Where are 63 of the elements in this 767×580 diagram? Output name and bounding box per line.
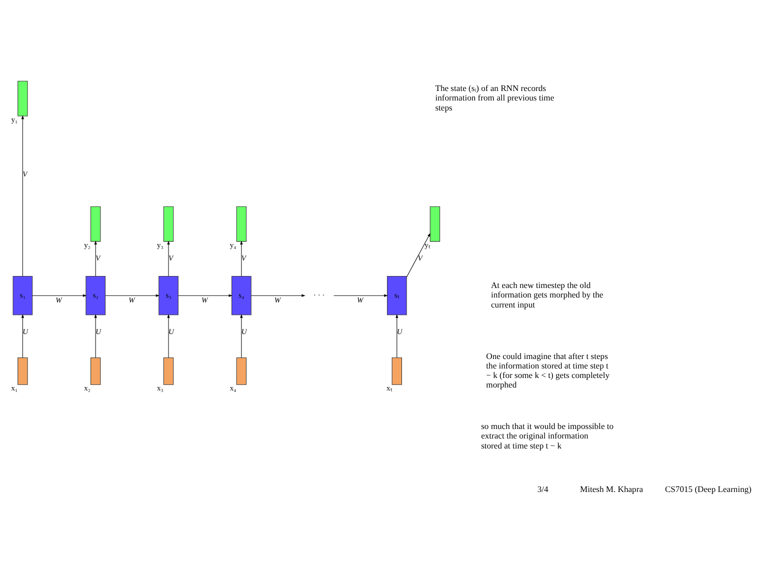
arrow [396,314,398,358]
arrow [105,294,160,296]
arrow [334,294,388,296]
node-box [18,357,28,384]
label: 3/4 [537,484,548,494]
arrow [167,240,170,276]
label: At each new timestep the old information gets morphed by the current input [490,279,604,309]
label: CS7015 (Deep Learning) [664,484,752,494]
node-text: · · · [314,290,325,300]
node-box: s₂ [86,276,106,315]
edge-label: W [128,295,135,304]
arrow [250,294,306,296]
edge-label: W [356,295,364,304]
node-box [236,357,247,384]
arrow [32,294,87,296]
node-label: y₂ [84,240,90,249]
edge-label: V [96,252,100,262]
edge-label: W [274,295,281,304]
node-label: yₜ [424,240,430,249]
arrow [94,314,97,358]
edge-label: U [96,326,102,336]
edge-label: U [22,326,28,336]
edge-label: W [56,295,62,304]
node-box: sₜ [386,276,407,315]
node-box: s₃ [158,276,178,315]
arrow [21,314,24,358]
label: One could imagine that after t steps the information stored at time step t − k (for some k < t) gets completely morphed [486,350,610,390]
arrow [167,314,170,358]
arrow [406,232,430,277]
node-box [163,206,174,242]
node-label: y₃ [157,240,164,249]
node-label: x₁ [11,383,18,392]
node-box: s₄ [232,276,252,315]
node-box [90,206,101,242]
node-label: x₂ [84,383,90,392]
node-box [163,357,174,384]
arrow [94,240,97,276]
node-label: y₁ [11,114,18,124]
node-label: x₃ [157,383,164,392]
label: The state (sᵢ) of an RNN records information from all previous time steps [435,82,554,112]
arrow [240,240,243,276]
node-box [392,357,402,384]
node-label: x₄ [230,383,236,392]
node-box: s₁ [12,276,33,315]
label: Mitesh M. Khapra [580,484,644,494]
node-box [236,206,247,242]
node-box [18,80,28,116]
node-box [90,357,101,384]
edge-label: V [418,252,422,262]
arrow [240,314,243,358]
arrow [178,294,233,296]
node-box [430,206,440,242]
edge-label: V [241,252,246,262]
arrow [21,114,24,276]
edge-label: V [22,169,28,178]
edge-label: U [241,326,247,336]
node-label: xₜ [386,383,392,392]
node-label: y₄ [230,240,236,249]
edge-label: V [168,252,174,262]
edge-label: W [201,295,208,304]
edge-label: U [396,326,402,336]
edge-label: U [168,326,174,336]
label: so much that it would be impossible to extract the original information stored at time step t − k [481,420,614,450]
